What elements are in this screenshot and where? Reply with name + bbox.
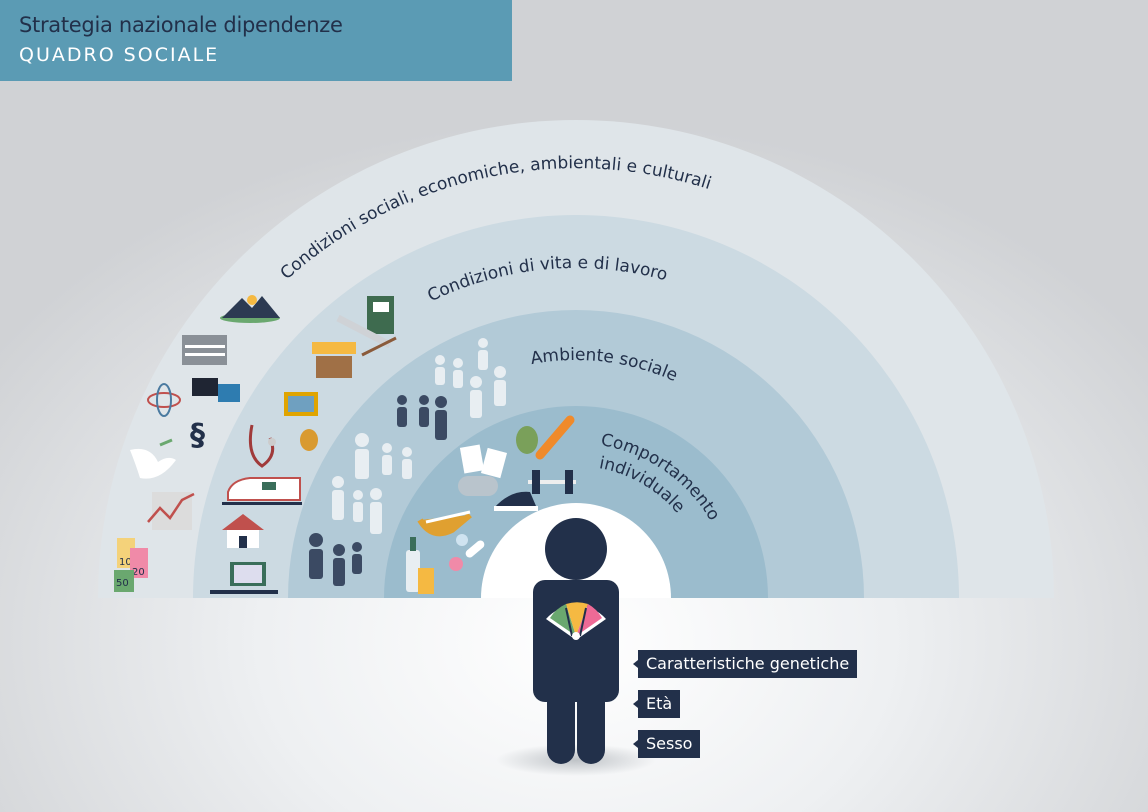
- trait-label-age: Età: [632, 690, 681, 718]
- people-group-dark-icon: [309, 395, 447, 586]
- dumbbell-icon: [528, 470, 576, 494]
- svg-text:10: 10: [119, 557, 132, 568]
- factory-icon: [182, 335, 227, 365]
- svg-text:50: 50: [116, 578, 129, 589]
- trait-label-genetics: Caratteristiche genetiche: [632, 650, 858, 678]
- stethoscope-icon: [248, 424, 276, 468]
- playing-cards-icon: [459, 444, 508, 479]
- workplace-icon: [210, 562, 278, 594]
- landscape-icon: [220, 295, 280, 323]
- economic-chart-icon: [147, 492, 195, 530]
- train-icon: [222, 477, 302, 505]
- page-title: QUADRO SOCIALE: [19, 44, 220, 66]
- alcohol-icon: [406, 537, 434, 594]
- person-figure-icon: [533, 518, 619, 764]
- media-icon: [192, 378, 240, 402]
- person-shadow: [496, 744, 656, 776]
- book-icon: [367, 296, 394, 334]
- market-stall-icon: [312, 342, 356, 378]
- painting-guitar-icon: [284, 392, 318, 451]
- vegetables-icon: [516, 415, 575, 460]
- people-group-icon: [332, 338, 506, 534]
- trait-label-sex: Sesso: [632, 730, 701, 758]
- svg-text:20: 20: [132, 567, 145, 578]
- sneaker-icon: [494, 491, 538, 511]
- title-banner: Strategia nazionale dipendenze QUADRO SO…: [0, 0, 512, 81]
- pills-icon: [449, 534, 485, 571]
- game-controller-icon: [458, 476, 498, 496]
- ruler-pencil-icon: [336, 314, 397, 357]
- paragraph-law-icon: §: [190, 418, 205, 453]
- money-icon: 10 20 50: [114, 538, 148, 592]
- peace-dove-icon: [130, 438, 176, 479]
- pipe-cigarette-icon: [417, 510, 472, 537]
- page-subtitle: Strategia nazionale dipendenze: [19, 13, 343, 37]
- gauge-icon: [546, 602, 606, 640]
- atom-icon: [147, 383, 181, 417]
- house-icon: [222, 514, 264, 548]
